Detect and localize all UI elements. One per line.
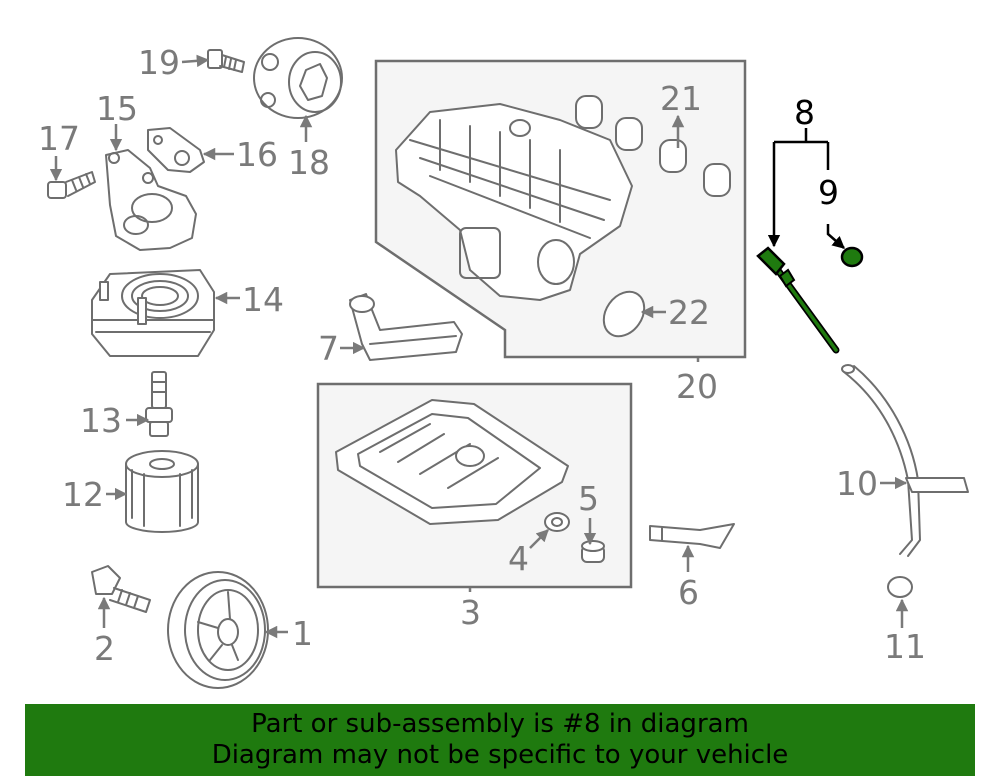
callout-7: 7 [318, 329, 339, 368]
callout-17: 17 [38, 119, 80, 158]
callout-14: 14 [242, 280, 284, 319]
pcv-valve-7[interactable] [349, 293, 463, 361]
water-pump-18[interactable] [253, 37, 343, 119]
callout-4: 4 [508, 539, 529, 578]
callout-9: 9 [818, 173, 839, 212]
banner-line-1: Part or sub-assembly is #8 in diagram [251, 709, 749, 739]
bolt-2[interactable] [91, 565, 151, 613]
drain-plug-5[interactable] [581, 540, 605, 563]
oil-filter-12[interactable] [125, 450, 199, 533]
bolt-17[interactable] [47, 171, 96, 199]
callout-3: 3 [460, 593, 481, 632]
thermostat-housing-15[interactable] [105, 149, 197, 251]
callout-10: 10 [836, 464, 878, 503]
callout-5: 5 [578, 479, 599, 518]
callout-22: 22 [668, 293, 710, 332]
notice-banner: Part or sub-assembly is #8 in diagram Di… [25, 704, 975, 776]
washer-4[interactable] [544, 512, 570, 532]
callout-21: 21 [660, 79, 702, 118]
dipstick-8[interactable] [756, 246, 840, 354]
dipstick-tube-10[interactable] [841, 364, 969, 557]
callout-15: 15 [96, 89, 138, 128]
callout-18: 18 [288, 143, 330, 182]
parts-diagram: 1 2 3 4 5 6 7 8 9 10 11 12 13 14 15 16 1… [38, 37, 969, 689]
callout-20: 20 [676, 367, 718, 406]
seal-9[interactable] [840, 246, 864, 268]
intake-manifold-20[interactable] [395, 103, 633, 301]
callout-11: 11 [884, 627, 926, 666]
callout-1: 1 [292, 614, 313, 653]
sealant-tube-6[interactable] [649, 523, 735, 549]
callout-2: 2 [94, 629, 115, 668]
bolt-19[interactable] [207, 49, 245, 73]
crank-pulley-1[interactable] [167, 571, 269, 689]
callout-13: 13 [80, 401, 122, 440]
callout-6: 6 [678, 573, 699, 612]
gasket-21[interactable] [575, 95, 731, 197]
fitting-13[interactable] [145, 371, 173, 437]
callout-16: 16 [236, 135, 278, 174]
gasket-16[interactable] [147, 127, 205, 173]
gasket-22[interactable] [595, 284, 652, 344]
banner-line-2: Diagram may not be specific to your vehi… [211, 740, 789, 770]
oil-cooler-14[interactable] [91, 269, 215, 357]
o-ring-11[interactable] [887, 576, 913, 598]
callout-19: 19 [138, 43, 180, 82]
oil-pan-3[interactable] [335, 399, 569, 525]
callout-8: 8 [794, 93, 815, 132]
callout-12: 12 [62, 475, 104, 514]
